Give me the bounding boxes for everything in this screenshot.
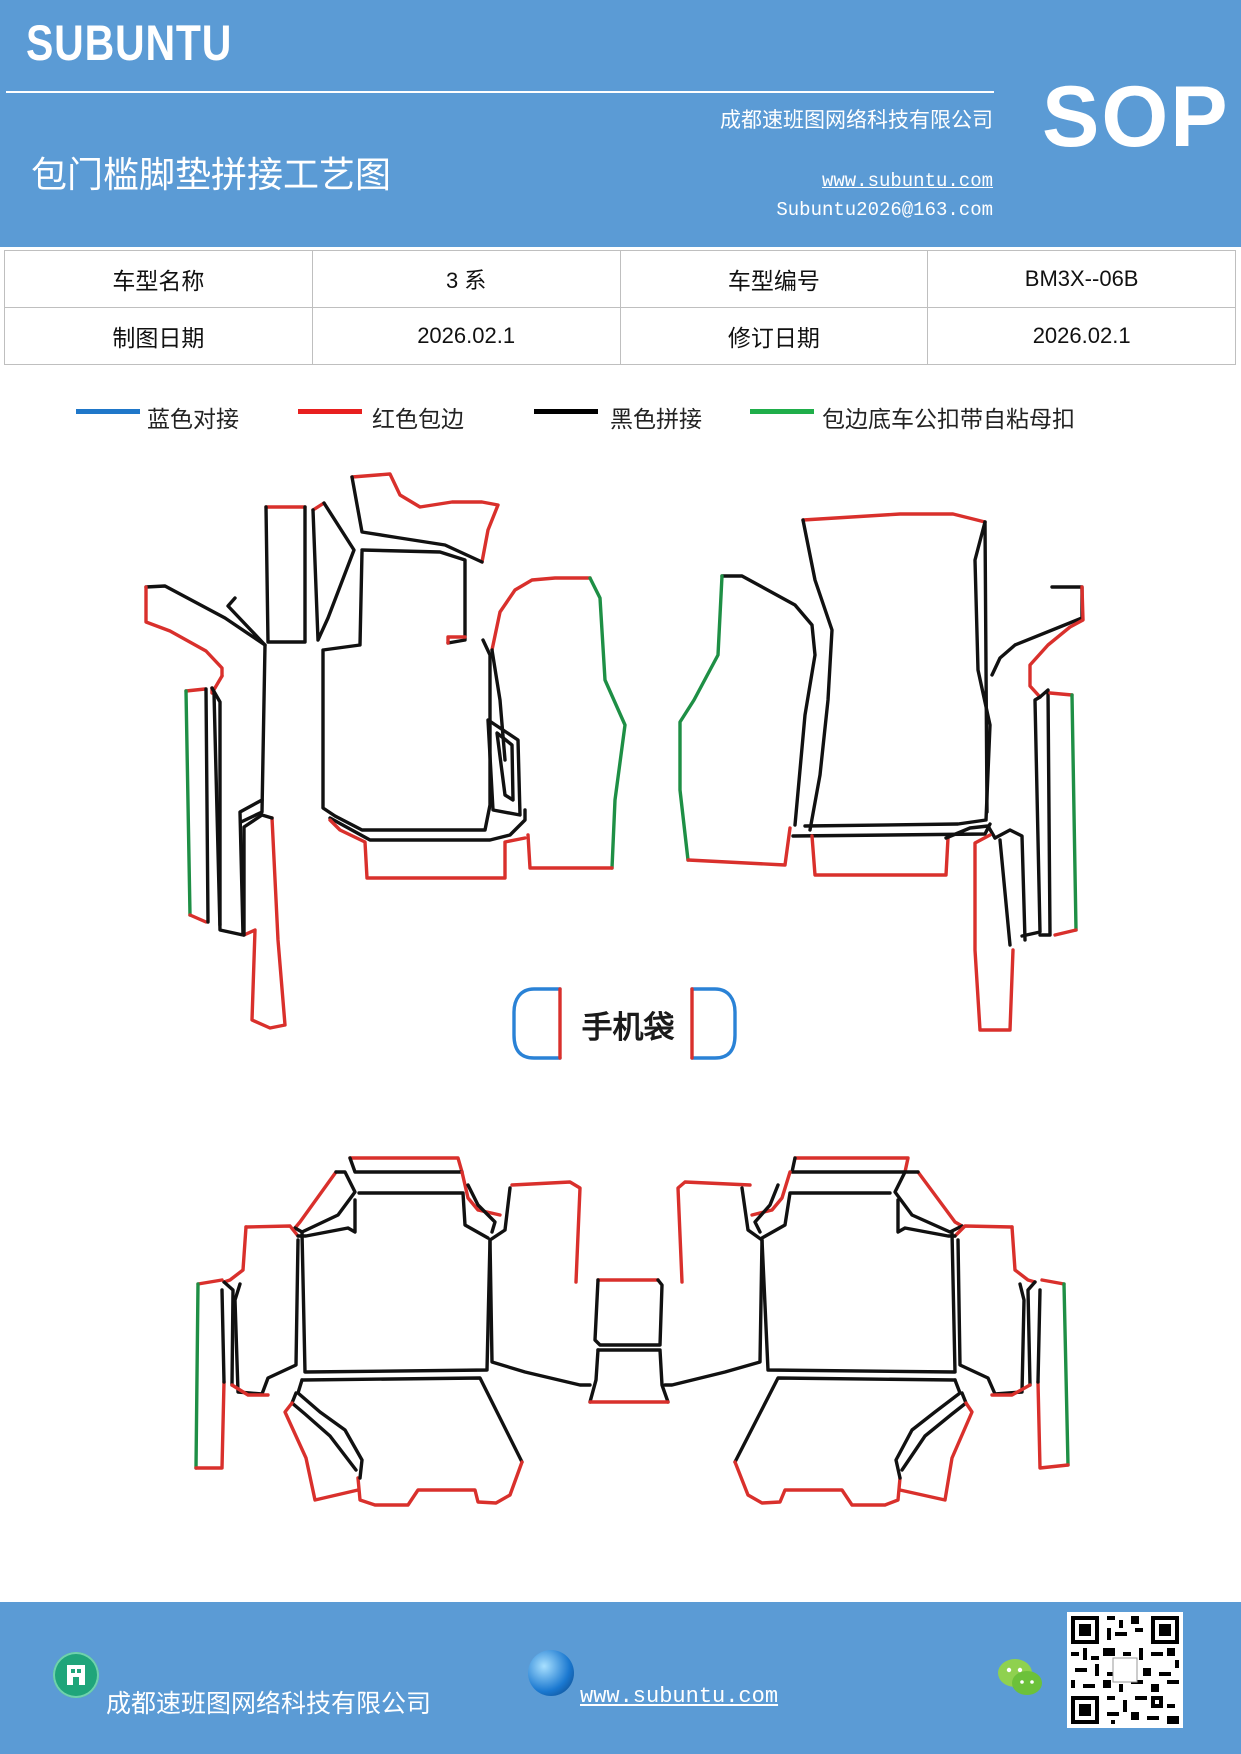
label-draw-date: 制图日期 — [4, 307, 313, 365]
legend: 蓝色对接 红色包边 黑色拼接 包边底车公扣带自粘母扣 — [0, 400, 1241, 440]
legend-label: 黑色拼接 — [610, 407, 702, 433]
rear-right-mats — [663, 1156, 1070, 1507]
legend-label: 蓝色对接 — [147, 407, 239, 433]
globe-icon — [528, 1650, 574, 1696]
footer-website-link[interactable]: www.subuntu.com — [580, 1684, 779, 1709]
phone-pocket: 手机袋 — [512, 987, 737, 1060]
legend-swatch-black — [534, 409, 598, 414]
front-right-mats — [678, 512, 1085, 1032]
label-model-code: 车型编号 — [619, 250, 929, 308]
info-table: 车型名称 3 系 车型编号 BM3X--06B 制图日期 2026.02.1 修… — [4, 250, 1236, 365]
footer-company: 成都速班图网络科技有限公司 — [106, 1689, 432, 1718]
label-revise-date: 修订日期 — [619, 307, 929, 365]
mat-drawing: 手机袋 — [144, 472, 1085, 1507]
legend-swatch-red — [298, 409, 362, 414]
header: SUBUNTU SOP 成都速班图网络科技有限公司 包门槛脚垫拼接工艺图 www… — [0, 0, 1241, 247]
table-row: 制图日期 2026.02.1 修订日期 2026.02.1 — [4, 307, 1236, 365]
legend-swatch-green — [750, 409, 814, 414]
building-icon — [53, 1652, 99, 1698]
header-email: Subuntu2026@163.com — [776, 199, 993, 221]
value-draw-date: 2026.02.1 — [311, 307, 621, 365]
sop-badge: SOP — [1042, 69, 1230, 165]
legend-swatch-blue — [76, 409, 140, 414]
table-row: 车型名称 3 系 车型编号 BM3X--06B — [4, 250, 1236, 308]
page-title: 包门槛脚垫拼接工艺图 — [31, 155, 392, 196]
rear-left-mats — [194, 1156, 592, 1507]
value-revise-date: 2026.02.1 — [927, 307, 1236, 365]
wechat-icon — [996, 1656, 1044, 1700]
legend-label: 红色包边 — [372, 407, 464, 433]
brand-logo: SUBUNTU — [26, 15, 233, 71]
qr-code — [1067, 1612, 1183, 1728]
footer: 成都速班图网络科技有限公司 www.subuntu.com — [0, 1602, 1241, 1754]
header-company: 成都速班图网络科技有限公司 — [720, 108, 993, 132]
front-left-mats — [144, 472, 627, 1030]
value-model-code: BM3X--06B — [927, 250, 1236, 308]
legend-label: 包边底车公扣带自粘母扣 — [822, 407, 1075, 433]
rear-center-mats — [588, 1278, 670, 1404]
pocket-label: 手机袋 — [582, 1010, 675, 1046]
label-model-name: 车型名称 — [4, 250, 313, 308]
header-divider — [6, 91, 994, 93]
header-website-link[interactable]: www.subuntu.com — [821, 170, 993, 192]
value-model-name: 3 系 — [311, 250, 621, 308]
